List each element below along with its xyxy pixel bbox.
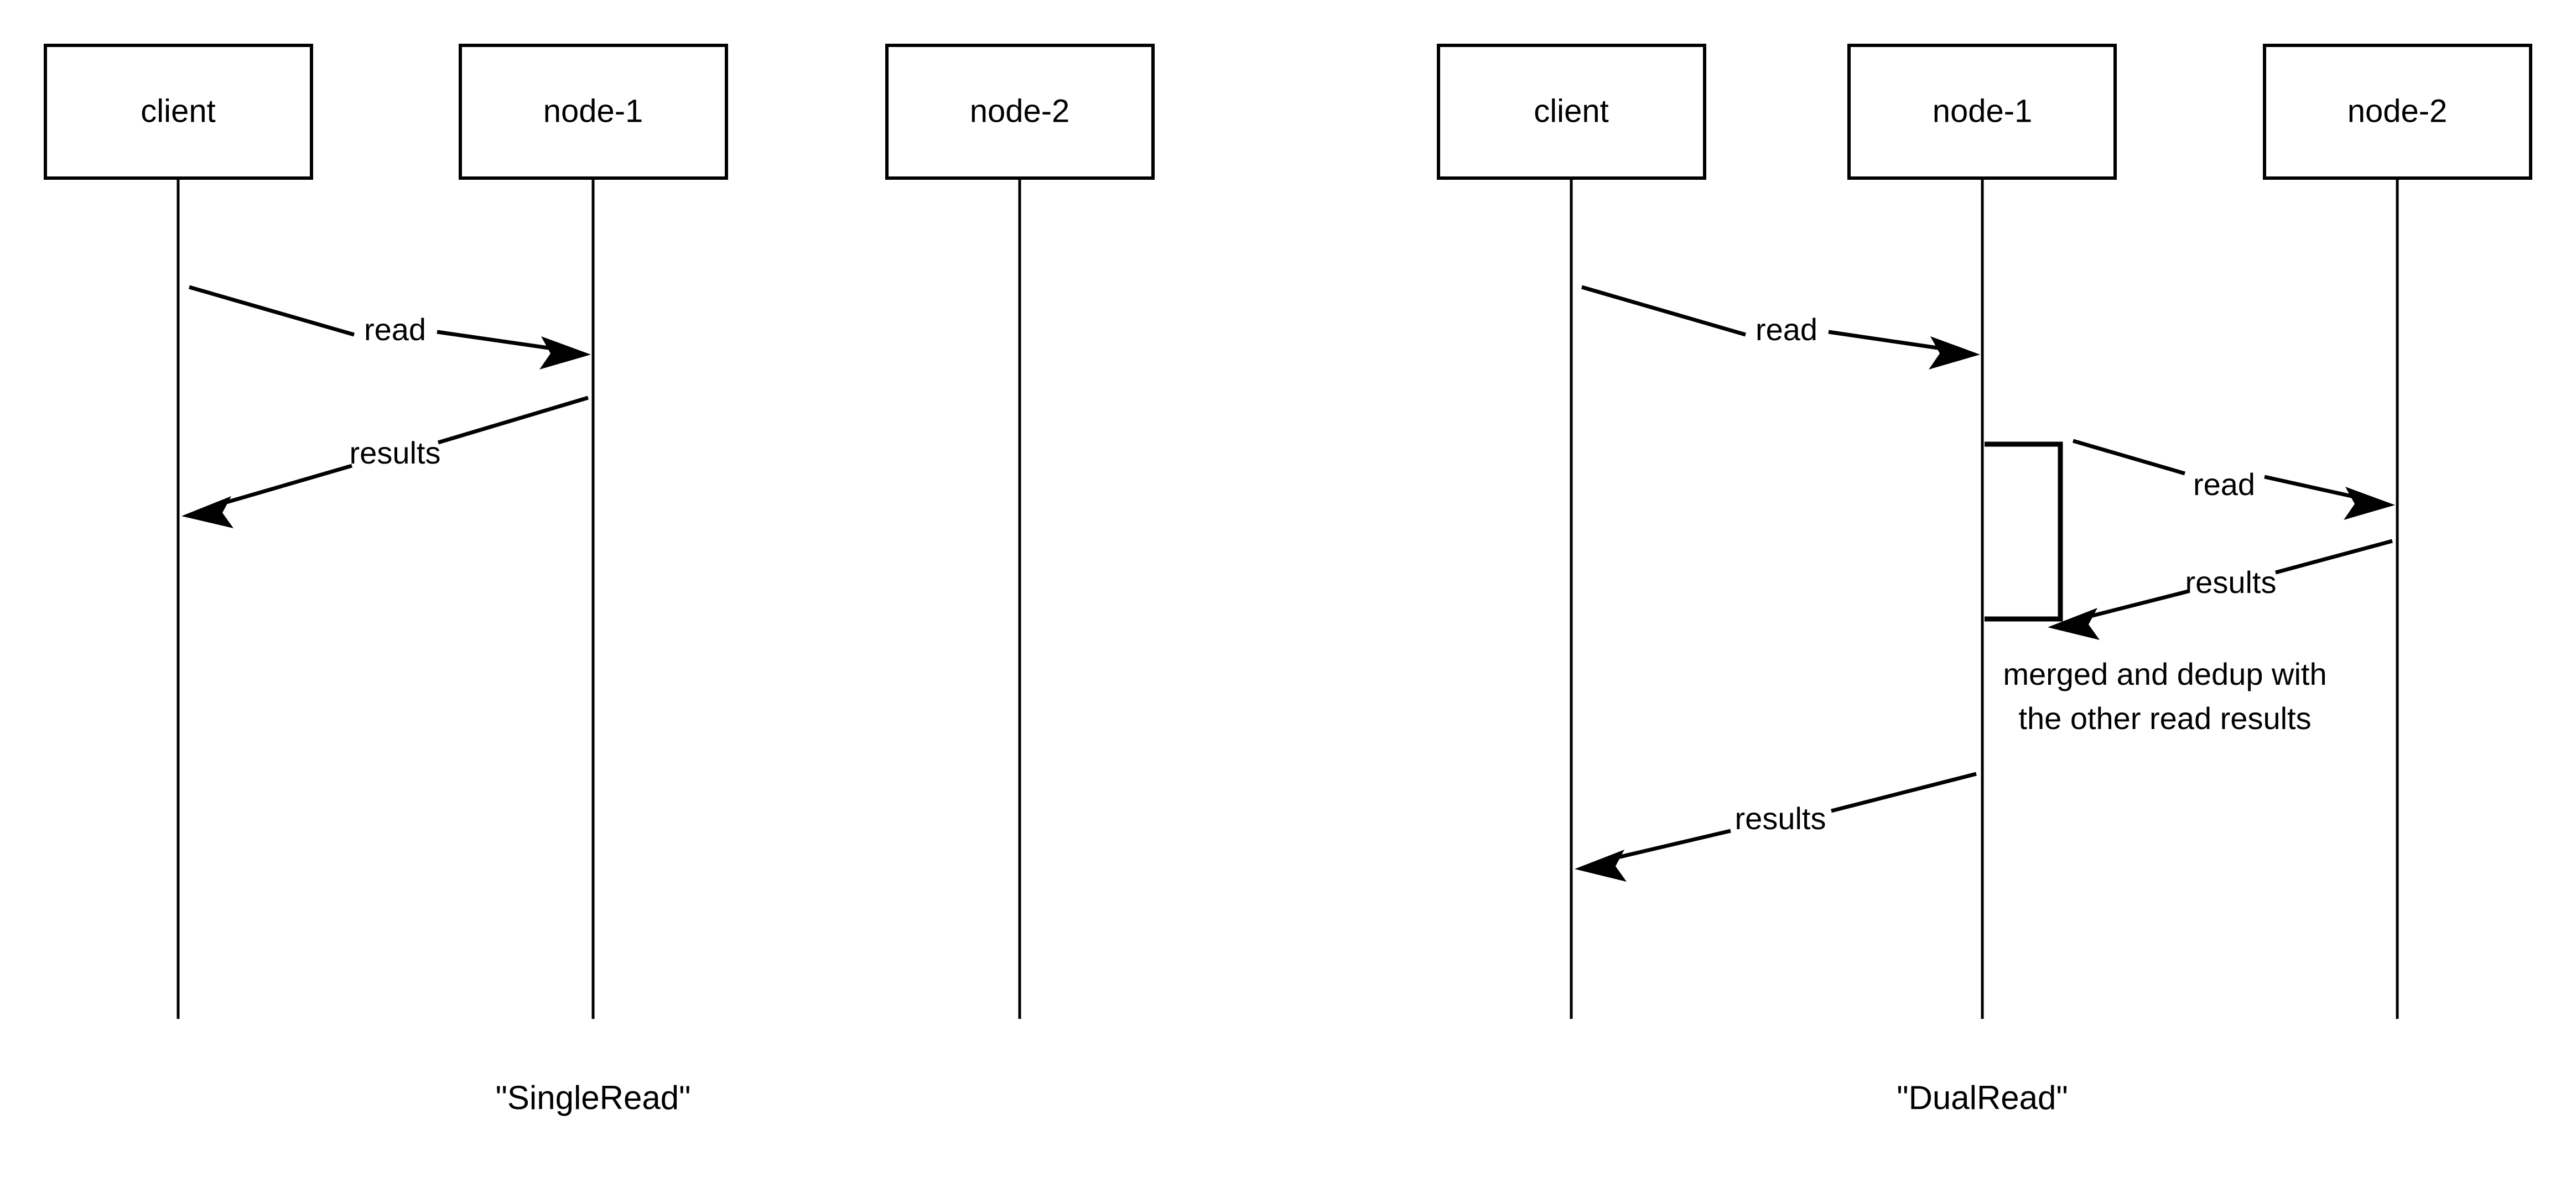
note-line: merged and dedup with	[2003, 657, 2326, 691]
participant-node-2[interactable]: node-2	[2263, 44, 2532, 180]
participant-label: client	[141, 93, 215, 129]
message-read-node-1-to-node-2[interactable]: read	[2073, 439, 2395, 520]
message-read-client-to-node-1[interactable]: read	[1581, 285, 1980, 369]
arrow-head-icon	[2048, 608, 2100, 640]
message-label: results	[2185, 565, 2277, 600]
note-merged-dedup: merged and dedup with the other read res…	[2003, 657, 2326, 736]
arrow-head-icon	[181, 496, 233, 528]
message-label: results	[350, 435, 441, 470]
participant-client[interactable]: client	[1437, 44, 1706, 180]
participant-label: client	[1534, 93, 1608, 129]
diagram-caption: "DualRead"	[1897, 1079, 2068, 1116]
arrow-head-icon	[539, 336, 591, 369]
message-label: read	[1756, 312, 1817, 347]
arrow-head-icon	[1929, 336, 1980, 369]
message-label: read	[2193, 467, 2255, 502]
note-line: the other read results	[2018, 701, 2311, 736]
message-label: results	[1735, 801, 1826, 836]
message-results-node-1-to-client[interactable]: results	[1575, 772, 1977, 882]
message-label: read	[364, 312, 426, 347]
participant-node-1[interactable]: node-1	[1847, 44, 2117, 180]
participant-client[interactable]: client	[44, 44, 313, 180]
participant-node-2[interactable]: node-2	[885, 44, 1155, 180]
activation-bracket-node-1	[1985, 441, 2063, 622]
diagram-single-read: client node-1 node-2 read resul	[44, 44, 1155, 1116]
message-read-client-to-node-1[interactable]: read	[189, 285, 591, 369]
participant-label: node-1	[1933, 93, 2033, 129]
diagram-caption: "SingleRead"	[496, 1079, 691, 1116]
diagram-dual-read: client node-1 node-2 read	[1437, 44, 2532, 1116]
participant-label: node-2	[2348, 93, 2448, 129]
participant-label: node-1	[543, 93, 643, 129]
message-results-node-2-to-node-1[interactable]: results	[2048, 539, 2393, 640]
arrow-head-icon	[2344, 487, 2395, 520]
arrow-head-icon	[1575, 850, 1627, 882]
participant-label: node-2	[970, 93, 1070, 129]
participant-node-1[interactable]: node-1	[459, 44, 728, 180]
message-results-node-1-to-client[interactable]: results	[181, 395, 589, 528]
